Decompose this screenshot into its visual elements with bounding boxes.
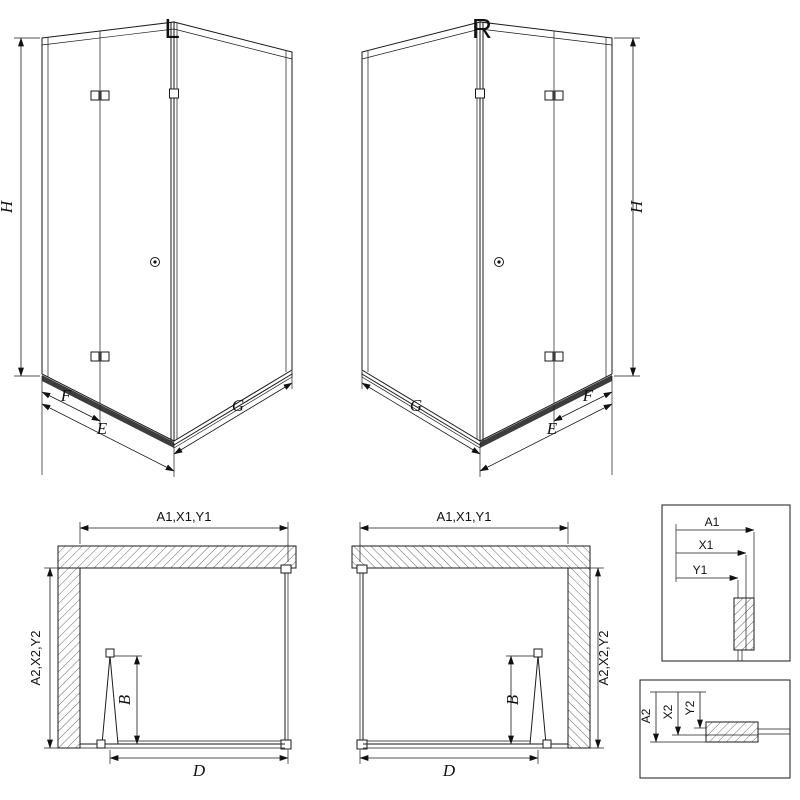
detail-dim-a1: A1: [705, 515, 720, 529]
right-plan-view: [352, 522, 604, 764]
width-dims-label-left-plan: A1,X1,Y1: [157, 509, 212, 524]
side-width-label-left: G: [232, 396, 244, 415]
detail-dim-x2: X2: [661, 704, 675, 719]
detail-box-bottom: A2 X2 Y2: [639, 679, 791, 779]
left-3d-view: [14, 22, 292, 477]
entry-label-left-plan: D: [192, 761, 206, 780]
fixed-width-label-right: F: [582, 386, 594, 405]
detail-box-top-border: [661, 504, 791, 662]
right-3d-view: [362, 22, 640, 477]
width-dims-label-right-plan: A1,X1,Y1: [437, 509, 492, 524]
entry-label-right-plan: D: [442, 761, 456, 780]
fold-depth-label-left-plan: B: [115, 694, 134, 705]
entry-width-label-left: E: [96, 419, 108, 438]
detail-dim-y2: Y2: [683, 700, 697, 715]
entry-width-label-right: E: [546, 419, 558, 438]
variant-label-right: R: [472, 13, 492, 44]
bottom-profile-section: [705, 721, 759, 743]
left-plan-view: [44, 522, 296, 764]
detail-dim-x1: X1: [699, 538, 714, 552]
depth-dims-label-left-plan: A2,X2,Y2: [28, 631, 43, 686]
detail-box-top: A1 X1 Y1: [661, 504, 791, 662]
variant-label-left: L: [164, 13, 180, 44]
detail-dim-a2: A2: [639, 708, 653, 723]
fold-depth-label-right-plan: B: [503, 694, 522, 705]
height-label-right: H: [627, 199, 646, 214]
fixed-width-label-left: F: [60, 386, 72, 405]
detail-dim-y1: Y1: [693, 563, 708, 577]
side-width-label-right: G: [410, 396, 422, 415]
depth-dims-label-right-plan: A2,X2,Y2: [596, 631, 611, 686]
height-label-left: H: [0, 199, 16, 214]
wall-profile-section: [733, 597, 755, 651]
